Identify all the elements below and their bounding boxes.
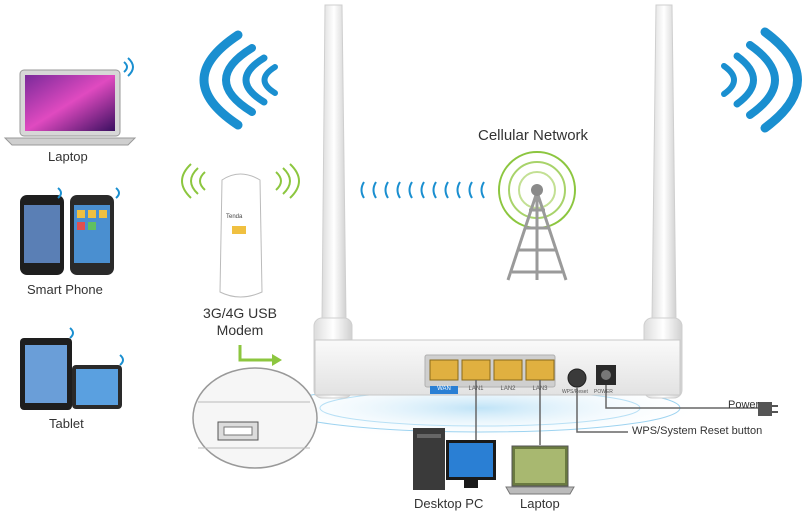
usb-slot-closeup xyxy=(192,367,318,469)
modem-label-line2: Modem xyxy=(216,322,264,338)
modem-brand: Tenda xyxy=(226,214,243,220)
usb-modem-device xyxy=(219,173,263,298)
tablet-devices xyxy=(20,338,122,410)
modem-label-line1: 3G/4G USB xyxy=(203,305,277,321)
lan3-port[interactable] xyxy=(525,359,555,381)
cables xyxy=(475,380,760,445)
wps-reset-button[interactable] xyxy=(567,368,587,388)
power-label: Power xyxy=(728,399,760,411)
wps-reset-port-label: WPS/Reset xyxy=(562,389,588,395)
lan2-port-label: LAN2 xyxy=(500,386,516,392)
modem-wifi-left-icon xyxy=(181,163,206,199)
smart-phone-wifi-icon xyxy=(57,187,120,199)
lan1-port-label: LAN1 xyxy=(468,386,484,392)
wifi-signal-right-icon xyxy=(721,27,802,133)
arrow-icon xyxy=(238,345,272,362)
router-antenna-left xyxy=(313,4,353,399)
tablet-label: Tablet xyxy=(49,416,84,431)
router-ports xyxy=(429,359,616,394)
modem-wifi-right-icon xyxy=(275,163,300,199)
power-plug-icon xyxy=(758,402,778,416)
power-port-label: POWER xyxy=(594,389,613,395)
wan-port[interactable] xyxy=(429,359,459,381)
lan2-port[interactable] xyxy=(493,359,523,381)
smart-phone-devices xyxy=(20,195,114,275)
laptop-bottom-device xyxy=(505,445,575,495)
desktop-pc-label: Desktop PC xyxy=(414,496,484,511)
laptop-wifi-icon xyxy=(123,57,134,77)
wifi-signal-left-icon xyxy=(199,30,278,130)
router-antenna-right xyxy=(643,4,683,399)
wps-reset-label: WPS/System Reset button xyxy=(632,425,763,437)
laptop-label: Laptop xyxy=(48,149,88,164)
smart-phone-label: Smart Phone xyxy=(27,282,103,297)
wan-port-label: WAN xyxy=(437,386,451,392)
laptop-device xyxy=(3,69,137,146)
lan1-port[interactable] xyxy=(461,359,491,381)
cellular-tower-icon xyxy=(498,151,576,281)
laptop-bottom-label: Laptop xyxy=(520,496,560,511)
cellular-network-label: Cellular Network xyxy=(478,127,589,144)
cellular-link-signal-icon xyxy=(360,181,485,199)
tablet-wifi-icon xyxy=(69,327,124,366)
desktop-pc-device xyxy=(413,428,496,490)
lan3-port-label: LAN3 xyxy=(532,386,548,392)
